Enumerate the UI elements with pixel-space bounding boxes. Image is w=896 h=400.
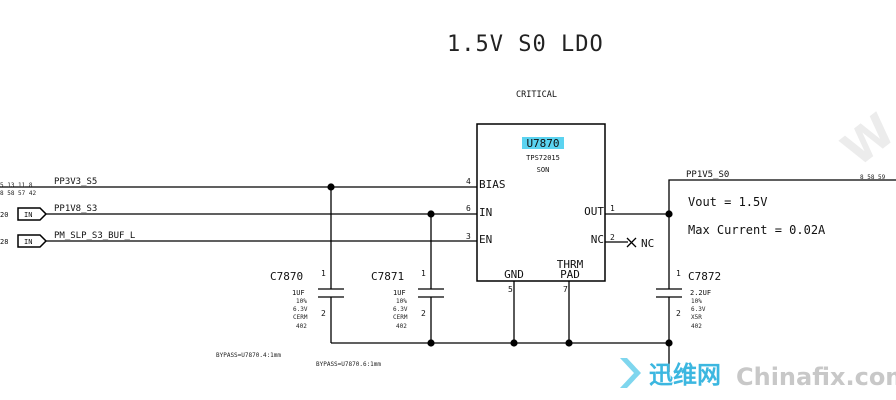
pin-name-en: EN — [479, 233, 492, 246]
pin-name-nc: NC — [591, 233, 604, 246]
pin-num-bias: 4 — [466, 177, 471, 186]
cap-pin1: 1 — [321, 269, 326, 278]
wire-pp1v5 — [668, 179, 896, 214]
cap-value: 1UF — [393, 289, 406, 297]
cap-pin2: 2 — [676, 309, 681, 318]
flag-in-pmslp-icon — [17, 234, 48, 248]
watermark-en-text: Chinafix.com — [736, 363, 896, 391]
cap-ref: C7871 — [371, 270, 404, 283]
flag-in-pp1v8-label: IN — [24, 211, 32, 219]
pin-num-en: 3 — [466, 232, 471, 241]
net-label-pmslp: PM_SLP_S3_BUF_L — [54, 231, 135, 241]
cap-pin1: 1 — [421, 269, 426, 278]
pin-num-gnd: 5 — [508, 285, 513, 294]
cap-size: 402 — [691, 323, 702, 330]
note-max-current: Max Current = 0.02A — [688, 223, 826, 237]
cap-pin1: 1 — [676, 269, 681, 278]
cap-value: 2.2UF — [690, 289, 711, 297]
watermark: 迅维网 Chinafix.com — [620, 358, 896, 391]
net-label-pp3v3: PP3V3_S5 — [54, 177, 97, 187]
pin-num-nc: 2 — [610, 233, 615, 242]
critical-label: CRITICAL — [516, 90, 557, 100]
net-label-pp1v5: PP1V5_S0 — [686, 170, 729, 180]
cap-pin2: 2 — [421, 309, 426, 318]
cap-ref: C7872 — [688, 270, 721, 283]
note-bypass-1: BYPASS=U7870.4:1mm — [216, 352, 281, 359]
cap-dielectric: CERM — [293, 314, 308, 321]
pin-name-thrm: THRM — [557, 258, 584, 271]
nc-cross-icon — [626, 237, 637, 248]
pin-name-bias: BIAS — [479, 178, 506, 191]
schematic-title: 1.5V S0 LDO — [447, 32, 604, 57]
junction-dot — [427, 210, 435, 218]
cap-tol: 10% — [691, 298, 702, 305]
flag-in-pp1v8-icon — [17, 207, 48, 221]
capacitor-c7870: C7870 1UF 10% 6.3V CERM 402 1 2 — [270, 187, 344, 343]
watermark-logo-icon — [620, 358, 641, 388]
junction-dot — [565, 339, 573, 347]
net-refs-pp3v3-2: 8 58 57 42 — [0, 190, 37, 197]
pin-name-gnd: GND — [504, 268, 524, 281]
flag-in-pmslp-label: IN — [24, 238, 32, 246]
cap-size: 402 — [396, 323, 407, 330]
junction-dot — [665, 339, 673, 347]
cap-tol: 10% — [396, 298, 407, 305]
pin-num-in: 6 — [466, 204, 471, 213]
cap-tol: 10% — [296, 298, 307, 305]
net-label-pp1v8: PP1V8_S3 — [54, 204, 97, 214]
pin-num-out: 1 — [610, 204, 615, 213]
watermark-cn-text: 迅维网 — [649, 361, 721, 389]
junction-dot — [427, 339, 435, 347]
cap-ref: C7870 — [270, 270, 303, 283]
cap-dielectric: CERM — [393, 314, 408, 321]
net-ref-pmslp: 28 — [0, 238, 8, 246]
ic-body — [476, 123, 606, 282]
pin-name-thrm-pad: PAD — [560, 268, 580, 281]
cap-value: 1UF — [292, 289, 305, 297]
junction-dot — [665, 210, 673, 218]
ic-ref: U7870 — [526, 137, 559, 150]
side-watermark: W — [832, 103, 896, 177]
ic-part: TPS72015 — [526, 154, 560, 162]
cap-size: 402 — [296, 323, 307, 330]
net-ref-pp1v8: 20 — [0, 211, 8, 219]
net-refs-pp3v3-1: 5 13 11 8 — [0, 182, 33, 189]
junction-dot — [327, 183, 335, 191]
ic-ref-highlight — [522, 137, 564, 149]
pin-name-in: IN — [479, 206, 492, 219]
capacitor-c7872: C7872 2.2UF 10% 6.3V X5R 402 1 2 — [656, 214, 721, 343]
ic-u7870: U7870 TPS72015 SON BIAS IN EN 4 6 3 OUT … — [466, 123, 615, 294]
note-vout: Vout = 1.5V — [688, 195, 767, 209]
pin-name-out: OUT — [584, 205, 604, 218]
nc-label: NC — [641, 237, 654, 250]
cap-voltage: 6.3V — [393, 306, 408, 313]
net-refs-pp1v5: 8 58 59 — [860, 174, 886, 181]
note-bypass-2: BYPASS=U7870.6:1mm — [316, 361, 381, 368]
ic-package: SON — [537, 166, 550, 174]
capacitor-c7871: C7871 1UF 10% 6.3V CERM 402 1 2 — [371, 214, 444, 343]
junction-dot — [510, 339, 518, 347]
cap-pin2: 2 — [321, 309, 326, 318]
pin-num-thrm: 7 — [563, 285, 568, 294]
cap-voltage: 6.3V — [691, 306, 706, 313]
cap-voltage: 6.3V — [293, 306, 308, 313]
cap-dielectric: X5R — [691, 314, 702, 321]
